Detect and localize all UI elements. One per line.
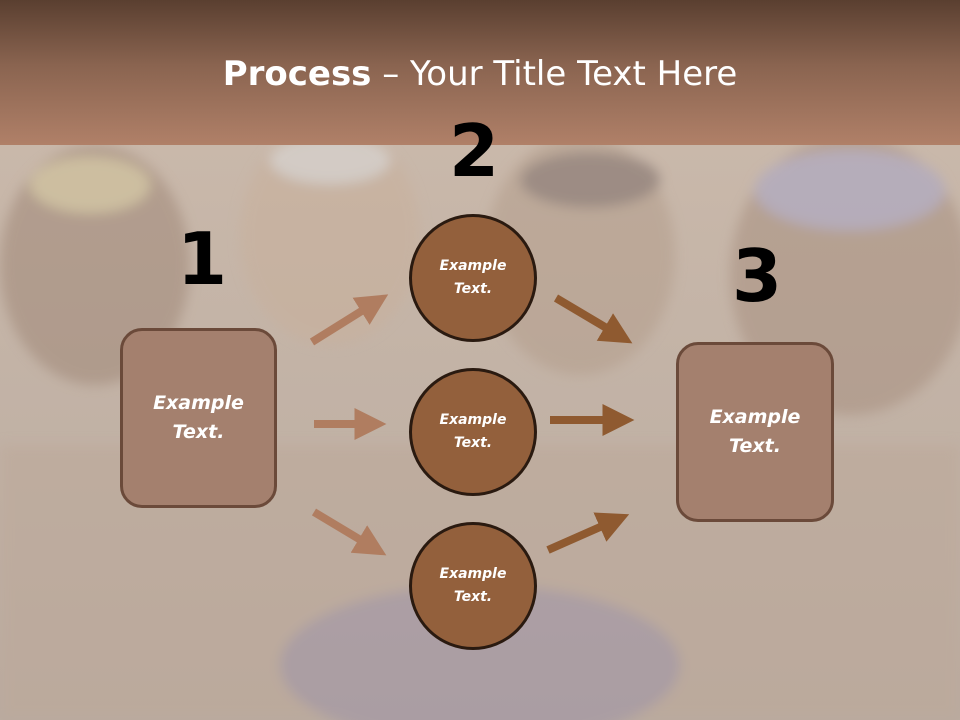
circle-top: Example Text. <box>409 214 537 342</box>
step-box-3: Example Text. <box>676 342 834 522</box>
circle-bottom-label: Example Text. <box>439 566 507 605</box>
title-rest: – Your Title Text Here <box>371 54 738 94</box>
arrow-1-to-top <box>309 294 389 346</box>
step-number-3: 3 <box>732 234 783 318</box>
circle-bottom: Example Text. <box>409 522 537 650</box>
title-bar: Process – Your Title Text Here <box>0 0 960 145</box>
step-number-2: 2 <box>449 109 500 193</box>
arrow-1-to-bottom <box>311 508 387 556</box>
slide-title: Process – Your Title Text Here <box>0 54 960 94</box>
arrow-top-to-3 <box>553 294 633 344</box>
circle-top-label: Example Text. <box>439 258 507 297</box>
step-box-3-label: Example Text. <box>709 406 801 457</box>
step-box-1-label: Example Text. <box>153 392 244 443</box>
circle-middle-label: Example Text. <box>439 412 507 451</box>
arrow-bottom-to-3 <box>546 512 630 554</box>
step-box-1: Example Text. <box>120 328 277 508</box>
title-bold: Process <box>222 54 372 94</box>
circle-middle: Example Text. <box>409 368 537 496</box>
step-number-1: 1 <box>177 217 228 301</box>
